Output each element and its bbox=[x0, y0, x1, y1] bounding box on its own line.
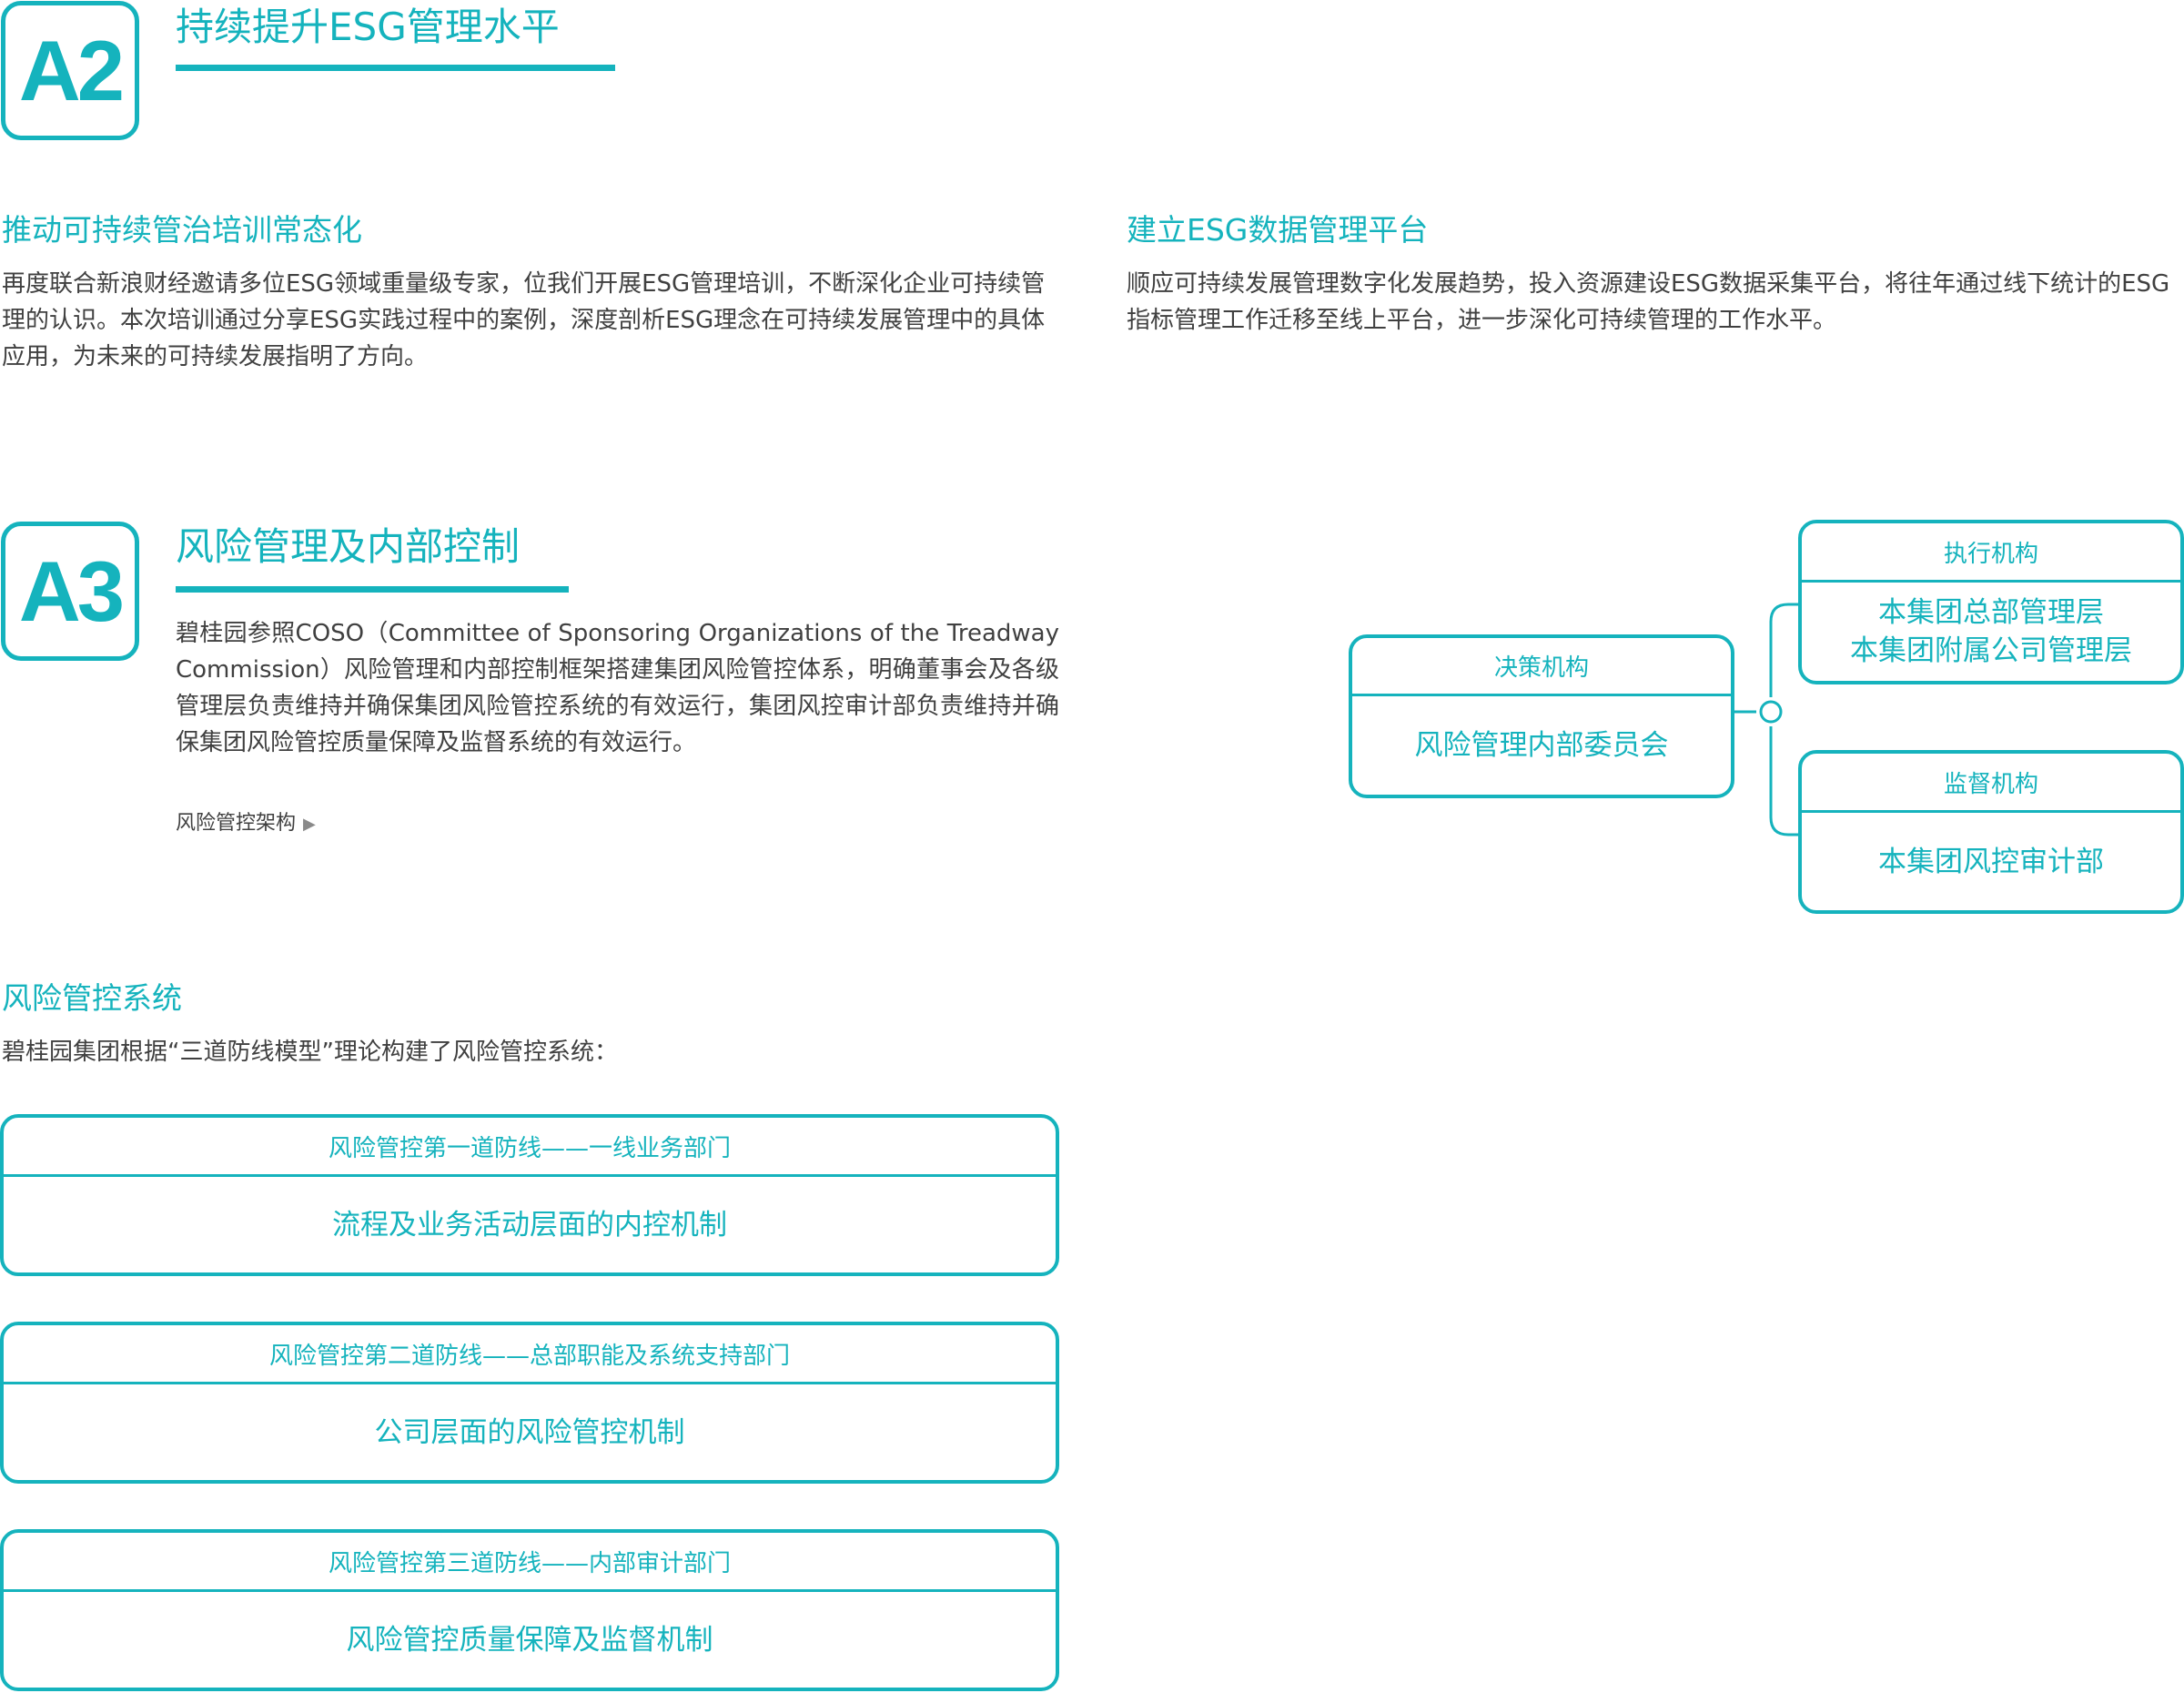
defense-line-1-box: 风险管控第一道防线——一线业务部门 流程及业务活动层面的内控机制 bbox=[0, 1114, 1059, 1276]
risk-structure-link[interactable]: 风险管控架构 ▶ bbox=[176, 806, 316, 836]
defense-line-3-box: 风险管控第三道防线——内部审计部门 风险管控质量保障及监督机制 bbox=[0, 1529, 1059, 1691]
connector-to-supervision bbox=[1769, 726, 1800, 836]
risk-structure-link-label: 风险管控架构 bbox=[176, 812, 297, 835]
section-title-rule-a3 bbox=[176, 586, 569, 593]
supervision-body-head: 监督机构 bbox=[1802, 754, 2180, 813]
execution-body-content: 本集团总部管理层 本集团附属公司管理层 bbox=[1802, 583, 2180, 681]
training-heading: 推动可持续管治培训常态化 bbox=[2, 212, 362, 248]
execution-body-line-1: 本集团总部管理层 bbox=[1878, 596, 2104, 629]
risk-system-heading: 风险管控系统 bbox=[2, 980, 182, 1016]
esg-platform-heading: 建立ESG数据管理平台 bbox=[1127, 212, 1429, 248]
defense-line-3-body: 风险管控质量保障及监督机制 bbox=[346, 1623, 713, 1657]
execution-body-head: 执行机构 bbox=[1802, 523, 2180, 583]
section-badge-a3: A3 bbox=[1, 522, 139, 661]
section-title-a3: 风险管理及内部控制 bbox=[176, 524, 521, 569]
connector-node bbox=[1759, 700, 1783, 724]
risk-management-paragraph: 碧桂园参照COSO（Committee of Sponsoring Organi… bbox=[176, 620, 1059, 756]
connector-to-execution bbox=[1769, 603, 1800, 697]
play-arrow-icon: ▶ bbox=[303, 815, 316, 834]
defense-line-1-body: 流程及业务活动层面的内控机制 bbox=[332, 1208, 727, 1242]
section-title-a2: 持续提升ESG管理水平 bbox=[176, 5, 560, 49]
esg-platform-paragraph: 顺应可持续发展管理数字化发展趋势，投入资源建设ESG数据采集平台，将往年通过线下… bbox=[1127, 270, 2170, 334]
training-paragraph: 再度联合新浪财经邀请多位ESG领域重量级专家，位我们开展ESG管理培训，不断深化… bbox=[2, 270, 1046, 370]
defense-line-2-body: 公司层面的风险管控机制 bbox=[374, 1415, 685, 1449]
section-title-rule-a2 bbox=[176, 65, 615, 71]
risk-system-intro: 碧桂园集团根据“三道防线模型”理论构建了风险管控系统： bbox=[2, 1039, 618, 1066]
defense-line-1-head: 风险管控第一道防线——一线业务部门 bbox=[4, 1118, 1056, 1177]
decision-body-box: 决策机构 风险管理内部委员会 bbox=[1349, 634, 1734, 798]
supervision-body-name: 本集团风控审计部 bbox=[1878, 845, 2104, 878]
execution-body-line-2: 本集团附属公司管理层 bbox=[1850, 634, 2132, 667]
defense-line-2-box: 风险管控第二道防线——总部职能及系统支持部门 公司层面的风险管控机制 bbox=[0, 1322, 1059, 1484]
defense-line-2-head: 风险管控第二道防线——总部职能及系统支持部门 bbox=[4, 1325, 1056, 1384]
supervision-body-box: 监督机构 本集团风控审计部 bbox=[1798, 750, 2184, 914]
defense-line-3-head: 风险管控第三道防线——内部审计部门 bbox=[4, 1533, 1056, 1592]
execution-body-box: 执行机构 本集团总部管理层 本集团附属公司管理层 bbox=[1798, 520, 2184, 684]
decision-body-head: 决策机构 bbox=[1352, 638, 1731, 696]
section-badge-a2: A2 bbox=[1, 1, 139, 140]
decision-body-name: 风险管理内部委员会 bbox=[1414, 729, 1669, 762]
